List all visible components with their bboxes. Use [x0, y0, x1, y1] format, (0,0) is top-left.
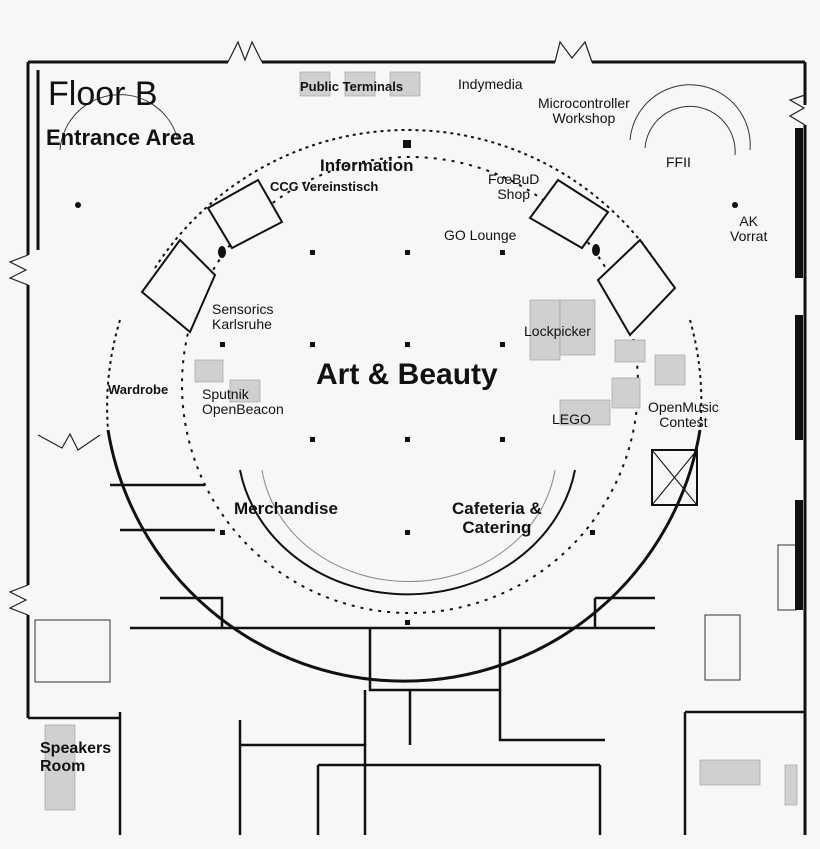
floor-title: Floor B — [48, 75, 158, 113]
foebud-line1: FoeBuD — [488, 171, 540, 187]
speakers-room-label: Speakers Room — [40, 740, 111, 775]
entrance-area-label: Entrance Area — [46, 125, 195, 150]
stage — [651, 449, 698, 506]
sensorics-line2: Karlsruhe — [212, 316, 272, 333]
openmusic-line1: OpenMusic — [648, 399, 719, 415]
microcontroller-line1: Microcontroller — [538, 95, 630, 111]
stairs — [34, 84, 797, 683]
information-label: Information — [320, 156, 414, 175]
wardrobe-label: Wardrobe — [108, 382, 169, 397]
microcontroller-line2: Workshop — [552, 110, 616, 127]
art-beauty-label: Art & Beauty — [316, 358, 498, 391]
pillars — [75, 140, 738, 625]
indymedia-label: Indymedia — [458, 76, 523, 92]
cafeteria-line1: Cafeteria & — [452, 499, 542, 518]
cafeteria-label: Cafeteria & Catering — [452, 499, 542, 537]
lockpicker-label: Lockpicker — [524, 323, 591, 339]
foebud-line2: Shop — [497, 186, 531, 203]
openmusic-label: OpenMusic Contest — [648, 399, 719, 431]
right-wall-segments — [795, 128, 803, 610]
sputnik-label: Sputnik OpenBeacon — [202, 386, 284, 418]
speakers-line2: Room — [40, 757, 86, 775]
sensorics-label: Sensorics Karlsruhe — [212, 301, 274, 333]
foebud-label: FoeBuD Shop — [488, 171, 540, 203]
merchandise-label: Merchandise — [234, 499, 338, 518]
public-terminals-label: Public Terminals — [300, 79, 404, 94]
booths — [140, 178, 677, 337]
go-lounge-label: GO Lounge — [444, 227, 517, 243]
ak-vorrat-label: AK Vorrat — [730, 213, 768, 245]
ak-vorrat-line1: AK — [739, 213, 759, 229]
doors — [8, 40, 806, 616]
lower-rooms — [28, 483, 805, 835]
outer-walls — [26, 60, 807, 835]
ffii-label: FFII — [666, 154, 691, 170]
sensorics-line1: Sensorics — [212, 301, 274, 317]
ak-vorrat-line2: Vorrat — [730, 228, 768, 245]
sputnik-line2: OpenBeacon — [202, 401, 284, 418]
ccc-vereinstisch-label: CCC Vereinstisch — [270, 179, 379, 194]
seating — [44, 71, 798, 811]
cafeteria-line2: Catering — [462, 517, 532, 537]
speakers-line1: Speakers — [40, 740, 112, 757]
microcontroller-label: Microcontroller Workshop — [538, 95, 630, 127]
openmusic-line2: Contest — [659, 414, 708, 431]
lego-label: LEGO — [552, 411, 591, 427]
sputnik-line1: Sputnik — [202, 386, 249, 402]
